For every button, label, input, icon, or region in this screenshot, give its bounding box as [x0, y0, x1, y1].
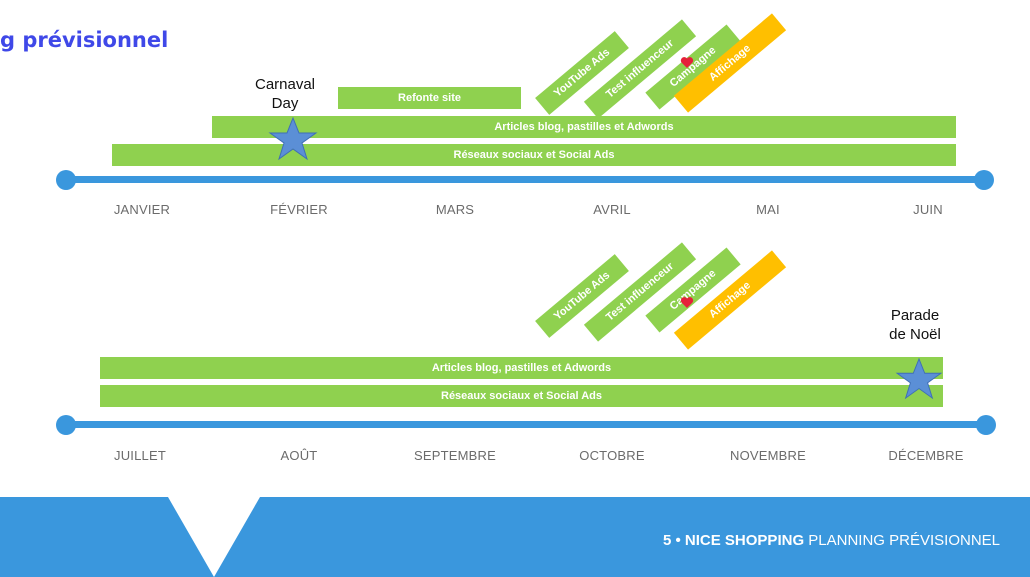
- timeline-end-dot: [976, 415, 996, 435]
- heart-icon: [680, 297, 694, 308]
- timeline-start-dot: [56, 415, 76, 435]
- month-label: NOVEMBRE: [729, 448, 806, 463]
- timeline-start-dot: [56, 170, 76, 190]
- articles-blog-bar: Articles blog, pastilles et Adwords: [100, 357, 943, 379]
- timeline-axis: [66, 176, 984, 183]
- month-label: SEPTEMBRE: [414, 448, 496, 463]
- carnaval-day-label: Carnaval Day: [254, 76, 316, 112]
- month-label: AOÛT: [280, 448, 318, 463]
- month-label: JANVIER: [113, 202, 171, 217]
- month-label: JUIN: [913, 202, 943, 217]
- month-label: MAI: [756, 202, 780, 217]
- heart-icon: [680, 57, 694, 68]
- timeline-end-dot: [974, 170, 994, 190]
- month-label: MARS: [435, 202, 475, 217]
- month-label: FÉVRIER: [270, 202, 328, 217]
- star-icon: [895, 358, 943, 400]
- reseaux-sociaux-bar: Réseaux sociaux et Social Ads: [100, 385, 943, 407]
- refonte-site-bar: Refonte site: [338, 87, 521, 109]
- month-label: DÉCEMBRE: [888, 448, 964, 463]
- month-label: JUILLET: [114, 448, 166, 463]
- footer-notch: [168, 497, 260, 577]
- month-label: OCTOBRE: [579, 448, 645, 463]
- month-label: AVRIL: [593, 202, 631, 217]
- footer-band: [0, 497, 1030, 577]
- star-icon: [268, 117, 318, 161]
- page-title: g prévisionnel: [0, 28, 169, 52]
- footer-caption: 5 • NICE SHOPPING PLANNING PRÉVISIONNEL: [662, 532, 1000, 549]
- parade-de-noel-label: Parade de Noël: [889, 307, 941, 343]
- articles-blog-bar: Articles blog, pastilles et Adwords: [212, 116, 956, 138]
- timeline-axis: [66, 421, 986, 428]
- reseaux-sociaux-bar: Réseaux sociaux et Social Ads: [112, 144, 956, 166]
